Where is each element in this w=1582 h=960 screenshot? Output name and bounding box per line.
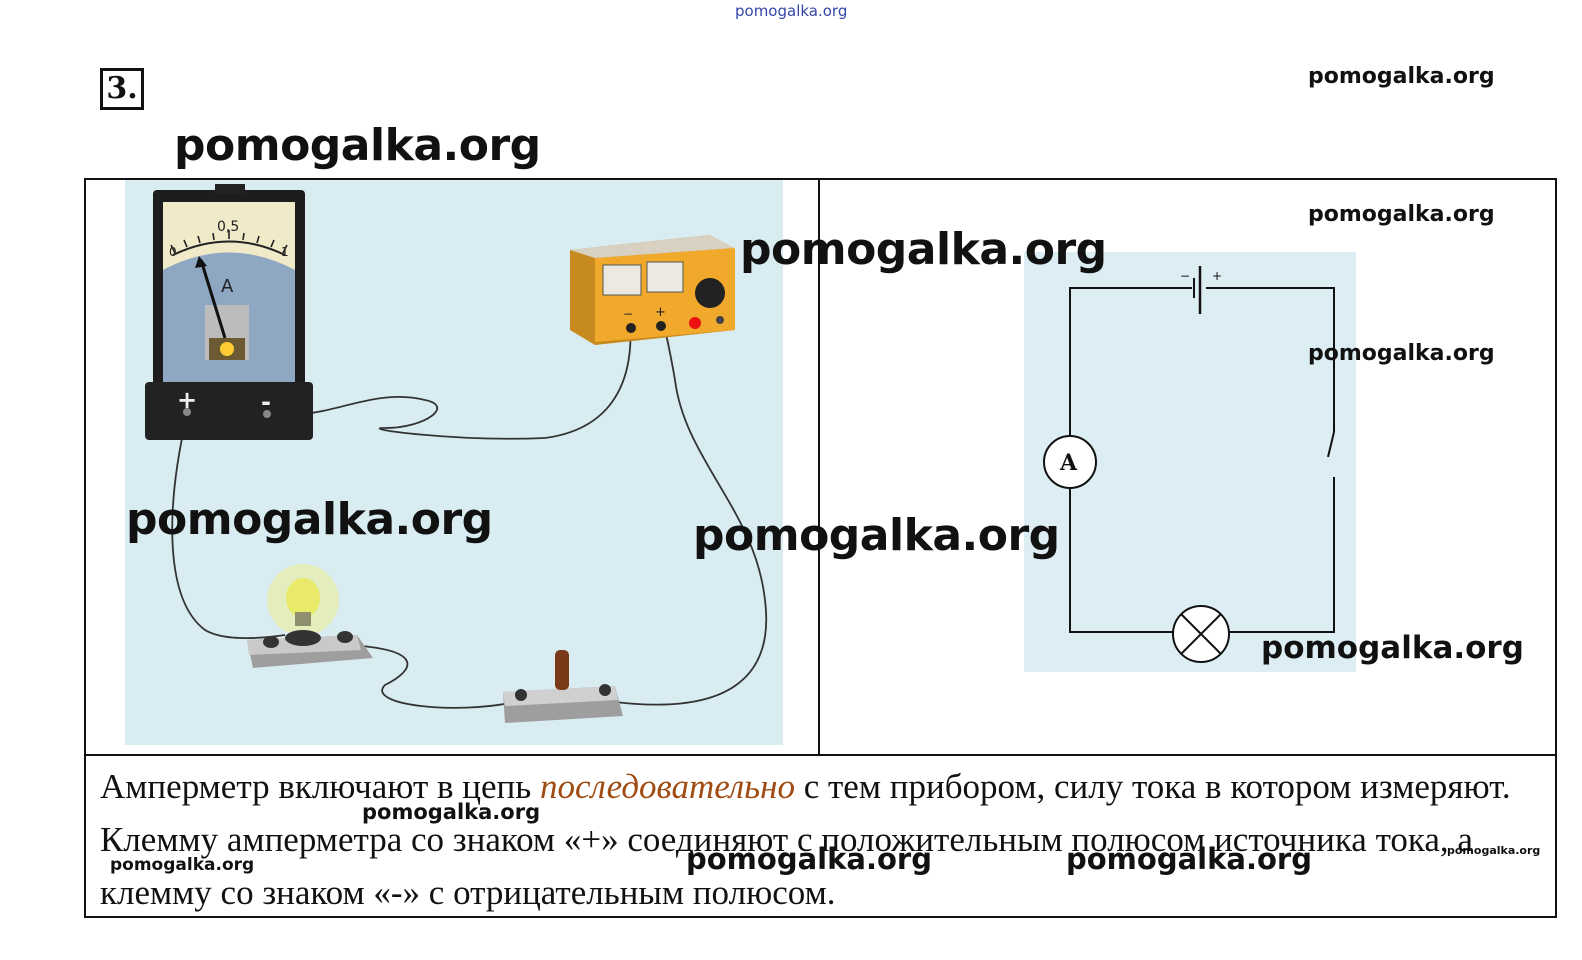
ammeter-minus-terminal (263, 410, 271, 418)
wire-switch-to-supply (614, 319, 768, 706)
watermark: pomogalka.org (1066, 842, 1312, 876)
ammeter-plus-terminal (183, 408, 191, 416)
wire-ammeter-to-supply (264, 319, 632, 440)
schematic-wires (1069, 287, 1335, 633)
circuit-photo: 0 0,5 1 A + - − + (125, 180, 783, 745)
supply-plus-terminal (656, 321, 666, 331)
watermark: pomogalka.org (1261, 630, 1524, 666)
wires (171, 319, 768, 709)
battery-minus-label: − (1180, 269, 1190, 283)
watermark: pomogalka.org (110, 855, 255, 875)
power-indicator (689, 317, 701, 329)
explanation-emphasis: последовательно (539, 767, 795, 806)
ammeter-scale-mid: 0,5 (217, 219, 239, 235)
watermark: pomogalka.org (362, 800, 541, 824)
switch-lever (555, 650, 569, 690)
switch (503, 650, 623, 723)
supply-plus-label: + (655, 305, 666, 320)
supply-minus-terminal (626, 323, 636, 333)
watermark: pomogalka.org (1447, 844, 1541, 857)
ammeter-plus-label: + (177, 386, 197, 414)
watermark-top: pomogalka.org (735, 2, 848, 20)
watermark: pomogalka.org (1308, 202, 1495, 227)
ammeter-minus-label: - (261, 388, 271, 416)
watermark: pomogalka.org (686, 842, 932, 876)
watermark: pomogalka.org (740, 224, 1107, 275)
explanation-text: Амперметр включают в цепь последовательн… (100, 760, 1545, 919)
explanation-part-1: Амперметр включают в цепь (100, 767, 540, 806)
schematic-ammeter: A (1043, 435, 1097, 489)
lamp (247, 564, 373, 668)
watermark: pomogalka.org (1308, 64, 1495, 89)
ammeter-unit: A (221, 276, 234, 297)
schematic-lamp (1172, 605, 1230, 663)
wire-ammeter-to-lamp (171, 414, 286, 640)
ammeter-scale-0: 0 (169, 245, 177, 259)
schematic-ammeter-symbol: A (1059, 450, 1078, 476)
table-divider-horizontal (84, 754, 1557, 756)
table-divider-vertical (818, 178, 820, 756)
explanation-part-2: с тем прибором, силу тока в котором изме… (100, 767, 1511, 912)
wire-lamp-to-switch (349, 644, 516, 709)
watermark: pomogalka.org (126, 494, 493, 545)
ammeter-scale-1: 1 (281, 245, 289, 259)
schematic-switch (1327, 431, 1335, 458)
watermark: pomogalka.org (1308, 341, 1495, 366)
circuit-schematic: − + A (1024, 252, 1356, 672)
watermark: pomogalka.org (174, 120, 541, 171)
battery-plus-label: + (1212, 269, 1222, 283)
watermark: pomogalka.org (693, 510, 1060, 561)
task-table (84, 178, 1557, 918)
ammeter: 0 0,5 1 A + - (145, 184, 313, 440)
power-supply: − + (570, 235, 735, 345)
task-number: 3. (100, 68, 144, 110)
supply-minus-label: − (623, 307, 633, 321)
ammeter-needle (199, 259, 227, 339)
schematic-battery: − + (1180, 266, 1222, 314)
